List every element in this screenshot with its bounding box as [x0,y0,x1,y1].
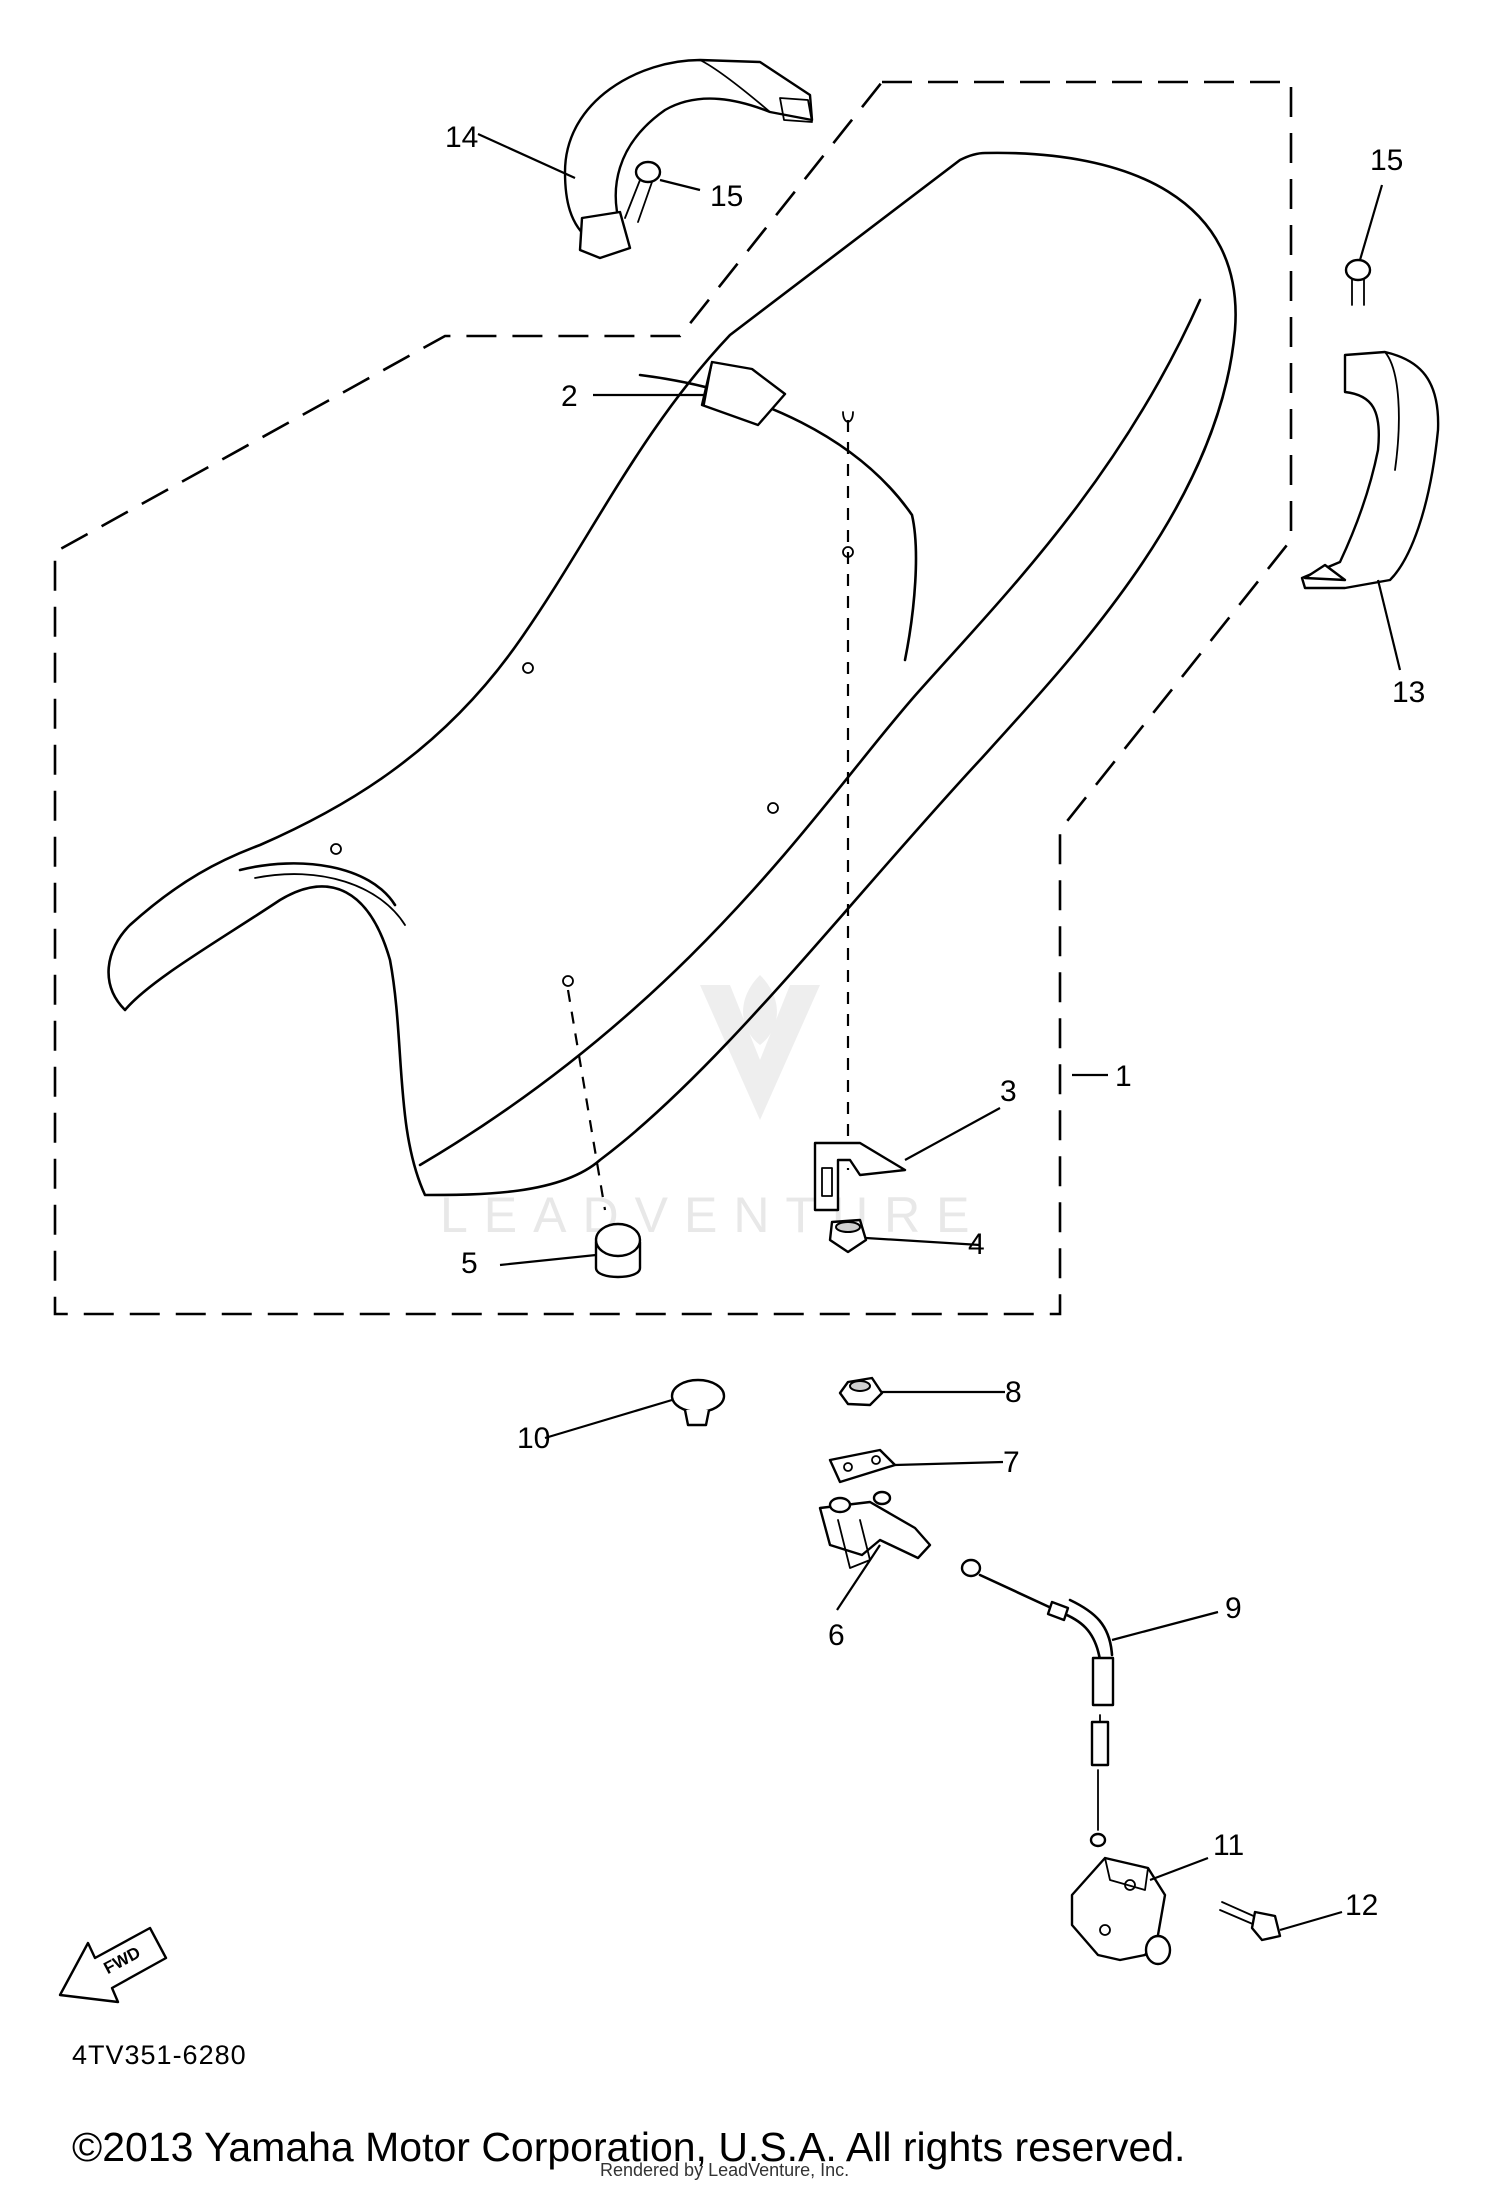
part-label-7: 7 [1003,1446,1020,1479]
seat [107,151,1237,1197]
bolt [624,160,662,223]
watermark-text: LEADVENTURE [440,1187,986,1243]
grab-strap-front [563,58,814,260]
leader-lines [477,132,1402,1932]
part-label-5: 5 [461,1247,478,1280]
rendered-by-notice: Rendered by LeadVenture, Inc. [600,2160,850,2180]
part-label-6: 6 [828,1619,845,1652]
lock-bolt [1219,1901,1282,1942]
copyright-notice: ©2013 Yamaha Motor Corporation, U.S.A. A… [72,2124,1186,2170]
seat-damper [594,1222,642,1279]
part-label-10: 10 [517,1422,550,1455]
seat-lock [1070,1856,1172,1966]
seat-lock-cable [960,1558,1115,1848]
part-label-1: 1 [1115,1060,1132,1093]
seat-tag [700,360,787,427]
part-label-14: 14 [445,121,478,154]
part-numbers: 14 15 2 15 13 1 3 4 5 8 7 10 6 9 11 12 [445,121,1425,1922]
assembly-boundary [53,80,1293,1316]
watermark: LEADVENTURE [440,975,986,1243]
damper [670,1378,726,1427]
part-label-9: 9 [1225,1592,1242,1625]
part-label-4: 4 [968,1228,985,1261]
damper-mount-line [566,989,607,1211]
part-label-2: 2 [561,380,578,413]
grab-strap-rear [1300,350,1440,590]
nut [828,1218,868,1254]
plate [828,1448,897,1484]
forward-arrow-icon: FWD [58,1926,168,2004]
part-label-15-front: 15 [710,180,743,213]
seat-bracket [813,1141,907,1212]
diagram-code: 4TV351-6280 [72,2040,247,2070]
part-label-8: 8 [1005,1376,1022,1409]
part-label-15-rear: 15 [1370,144,1403,177]
flange-nut [838,1376,884,1407]
lock-bracket [818,1490,932,1569]
part-label-11: 11 [1213,1829,1244,1862]
bolt [1344,258,1372,306]
part-label-3: 3 [1000,1075,1017,1108]
part-label-12: 12 [1345,1889,1378,1922]
part-label-13: 13 [1392,676,1425,709]
